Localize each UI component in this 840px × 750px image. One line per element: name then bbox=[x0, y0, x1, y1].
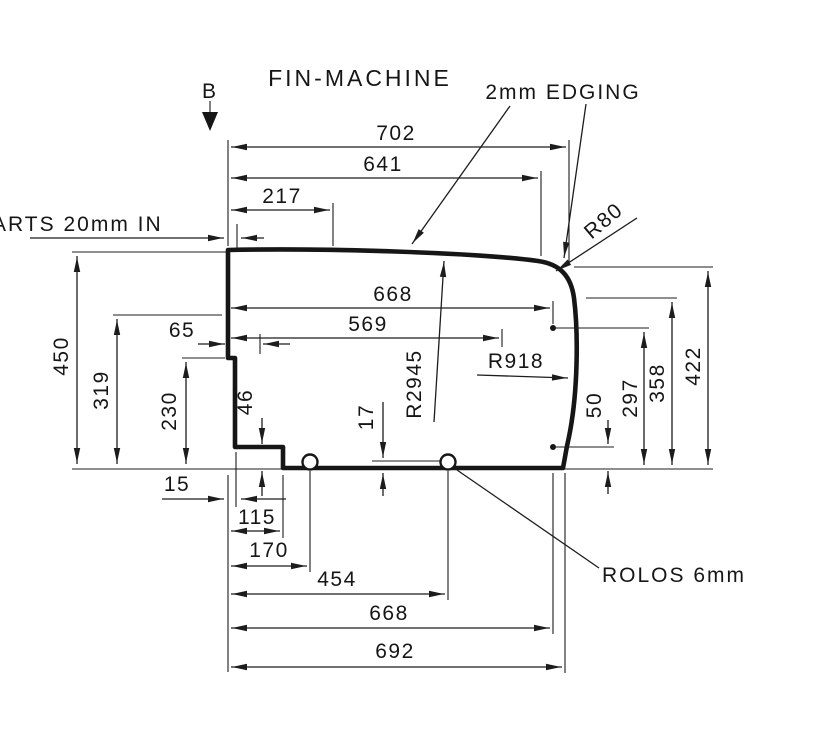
section-label: B bbox=[202, 80, 218, 103]
dim-641: 641 bbox=[231, 153, 542, 256]
dim-value: 450 bbox=[50, 336, 73, 376]
dim-17: 17 bbox=[355, 402, 440, 496]
edging-label: 2mm EDGING bbox=[485, 81, 640, 104]
dim-value: 17 bbox=[355, 404, 378, 430]
dim-value: 358 bbox=[646, 363, 669, 403]
edging-leader-1 bbox=[411, 105, 511, 245]
dim-value: 297 bbox=[619, 378, 642, 418]
part-profile-path bbox=[225, 247, 580, 471]
radius-r80: R80 bbox=[555, 198, 638, 272]
dim-702: 702 bbox=[227, 122, 570, 262]
section-arrow-icon bbox=[202, 112, 218, 131]
rolo-hole-left bbox=[301, 453, 319, 471]
edging-leader-2 bbox=[563, 103, 587, 259]
dim-value: 422 bbox=[682, 346, 705, 386]
leader bbox=[433, 260, 447, 423]
dim-value: 454 bbox=[317, 568, 357, 591]
dim-value: 319 bbox=[90, 370, 113, 410]
dim-358: 358 bbox=[586, 297, 677, 465]
dim-value: 170 bbox=[249, 539, 289, 562]
radius-value: R918 bbox=[488, 350, 544, 373]
drawing-title: FIN-MACHINE bbox=[268, 65, 452, 91]
dim-297: 297 bbox=[550, 325, 649, 465]
dim-value: 230 bbox=[158, 391, 181, 431]
dim-value: 217 bbox=[262, 185, 302, 208]
dim-15: 15 bbox=[162, 452, 286, 507]
dim-value: 668 bbox=[373, 283, 413, 306]
starts-in-label: ARTS 20mm IN bbox=[0, 213, 163, 236]
dim-50: 50 bbox=[550, 392, 614, 494]
dim-value: 692 bbox=[375, 640, 415, 663]
dim-454: 454 bbox=[231, 471, 449, 600]
dim-668-bottom: 668 bbox=[231, 473, 554, 634]
dim-value: 15 bbox=[164, 473, 190, 496]
dim-65: 65 bbox=[169, 319, 290, 354]
section-marker-b: B bbox=[202, 80, 218, 131]
dim-value: 668 bbox=[369, 602, 409, 625]
dim-value: 50 bbox=[583, 392, 606, 418]
dim-value: 65 bbox=[169, 319, 195, 342]
radius-r918: R918 bbox=[476, 350, 569, 381]
dim-value: 46 bbox=[234, 389, 257, 415]
radius-value: R2945 bbox=[403, 349, 426, 418]
dim-value: 569 bbox=[348, 313, 388, 336]
part-outline bbox=[225, 247, 580, 471]
dim-value: 115 bbox=[238, 506, 276, 529]
dim-value: 702 bbox=[376, 122, 416, 145]
dim-319: 319 bbox=[90, 314, 222, 464]
rolos-leader bbox=[456, 469, 600, 569]
leader bbox=[555, 217, 638, 272]
dim-170: 170 bbox=[231, 471, 311, 572]
dim-569: 569 bbox=[231, 313, 503, 347]
dim-value: 641 bbox=[363, 153, 403, 176]
rolos-note: ROLOS 6mm bbox=[456, 469, 746, 587]
radius-value: R80 bbox=[580, 198, 628, 243]
dim-692: 692 bbox=[231, 473, 566, 673]
dim-230: 230 bbox=[158, 357, 225, 464]
starts-in-note: ARTS 20mm IN bbox=[0, 213, 264, 251]
rolos-label: ROLOS 6mm bbox=[602, 564, 746, 587]
dim-217: 217 bbox=[231, 185, 334, 246]
dim-422: 422 bbox=[574, 266, 713, 465]
dim-450: 450 bbox=[50, 251, 226, 464]
dim-115: 115 bbox=[231, 475, 284, 538]
radius-r2945: R2945 bbox=[403, 260, 447, 423]
leader bbox=[476, 374, 569, 381]
dim-668-mid: 668 bbox=[231, 283, 554, 324]
rolo-hole-right bbox=[439, 453, 457, 471]
dim-46: 46 bbox=[234, 389, 266, 496]
